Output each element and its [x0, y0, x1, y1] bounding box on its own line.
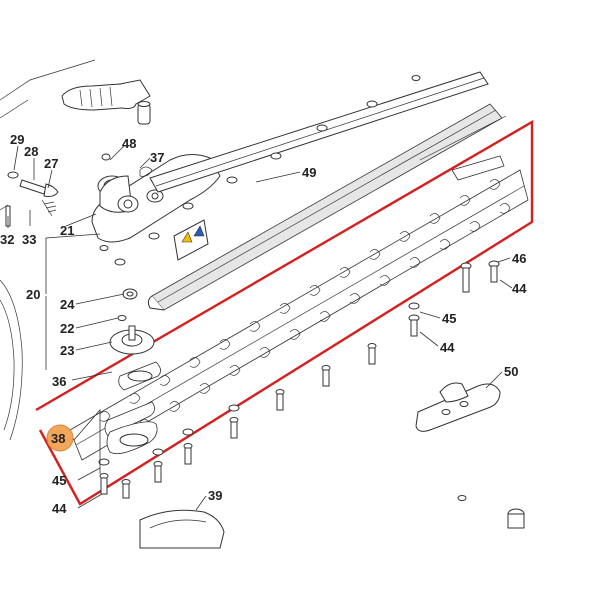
part-label-45-lower[interactable]: 45: [52, 473, 66, 488]
part-label-21[interactable]: 21: [60, 223, 74, 238]
part-label-48[interactable]: 48: [122, 136, 136, 151]
sleeve-part: [137, 101, 151, 125]
part-label-49[interactable]: 49: [302, 165, 316, 180]
part-label-22[interactable]: 22: [60, 321, 74, 336]
part-label-32[interactable]: 32: [0, 232, 14, 247]
part-label-44-upper[interactable]: 44: [512, 281, 527, 296]
part-label-39[interactable]: 39: [208, 488, 222, 503]
blade-support-bar: [149, 71, 489, 193]
warning-label: [173, 219, 209, 261]
pin-assembly: [5, 171, 59, 227]
part-label-36[interactable]: 36: [52, 374, 66, 389]
part-label-37[interactable]: 37: [150, 150, 164, 165]
part-label-44-lower[interactable]: 44: [52, 501, 67, 516]
part-label-38[interactable]: 38: [51, 431, 65, 446]
guard-rail: [147, 103, 507, 311]
callout-marker-38: [46, 424, 74, 452]
part-label-28[interactable]: 28: [24, 144, 38, 159]
part-label-50[interactable]: 50: [504, 364, 518, 379]
part-label-27[interactable]: 27: [44, 156, 58, 171]
part-label-20[interactable]: 20: [26, 287, 40, 302]
blade-guard: [415, 382, 501, 432]
spindle-plate: [109, 325, 155, 355]
highlight-outline: [35, 119, 534, 506]
washers-upper: [99, 75, 421, 266]
lower-right-parts: [457, 495, 525, 529]
part-label-24[interactable]: 24: [60, 297, 75, 312]
handle-grip: [61, 79, 151, 111]
part-label-23[interactable]: 23: [60, 343, 74, 358]
part-labels: 29 28 27 48 37 49 21 32 33 20 24 22 23 3…: [0, 132, 527, 516]
part-label-33[interactable]: 33: [22, 232, 36, 247]
bearing-parts: [117, 288, 138, 321]
leader-lines: [7, 145, 513, 511]
cutting-blade: [69, 155, 529, 461]
part-label-44-middle[interactable]: 44: [440, 340, 455, 355]
lower-cover: [139, 509, 225, 549]
part-label-46[interactable]: 46: [512, 251, 526, 266]
part-label-45-middle[interactable]: 45: [442, 311, 456, 326]
housing-outline: [0, 59, 96, 441]
part-label-29[interactable]: 29: [10, 132, 24, 147]
bolts: [98, 260, 500, 499]
